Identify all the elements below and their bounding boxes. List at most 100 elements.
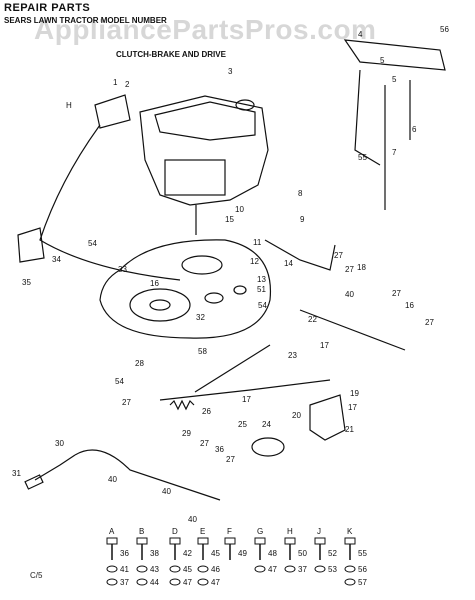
- engine-filler-cap: [235, 99, 255, 111]
- washer: [314, 565, 326, 573]
- callout-55: 55: [358, 153, 367, 162]
- callout-12: 12: [250, 257, 259, 266]
- callout-8: 8: [298, 189, 303, 198]
- bolt-head: [344, 537, 356, 545]
- callout-27a: 27: [334, 251, 343, 260]
- callout-18: 18: [357, 263, 366, 272]
- washer: [197, 578, 209, 586]
- pedal-shaft: [74, 449, 221, 501]
- idler-pulley-small: [233, 285, 247, 295]
- callout-2: 2: [125, 80, 130, 89]
- hardware-part-number: 56: [358, 565, 367, 574]
- pedal-grip: [24, 474, 44, 490]
- callout-54-left: 54: [88, 239, 97, 248]
- callout-10: 10: [235, 205, 244, 214]
- callout-17b: 17: [348, 403, 357, 412]
- callout-16b: 16: [405, 301, 414, 310]
- bolt-head: [254, 537, 266, 545]
- callout-1: 1: [113, 78, 118, 87]
- hardware-part-number: 37: [298, 565, 307, 574]
- hardware-part-number: 49: [238, 549, 247, 558]
- washer: [106, 565, 118, 573]
- washer: [136, 578, 148, 586]
- callout-28: 28: [135, 359, 144, 368]
- hardware-letter-K: K: [347, 527, 353, 536]
- watermark: AppliancePartsPros.com: [34, 14, 377, 45]
- hardware-part-number: 42: [183, 549, 192, 558]
- callout-40d: 40: [188, 515, 197, 524]
- washer: [169, 578, 181, 586]
- shift-rod: [354, 69, 381, 166]
- washer: [344, 565, 356, 573]
- callout-54c: 54: [115, 377, 124, 386]
- callout-h: H: [66, 101, 72, 110]
- callout-40c: 40: [162, 487, 171, 496]
- callout-19: 19: [350, 389, 359, 398]
- throttle-cable: [39, 124, 181, 281]
- callout-56: 56: [440, 25, 449, 34]
- washer: [344, 578, 356, 586]
- callout-21: 21: [345, 425, 354, 434]
- brake-bracket: [94, 94, 131, 129]
- washer: [197, 565, 209, 573]
- hardware-part-number: 57: [358, 578, 367, 587]
- washer: [254, 565, 266, 573]
- bolt-head: [136, 537, 148, 545]
- callout-34: 34: [52, 255, 61, 264]
- washer: [284, 565, 296, 573]
- hardware-part-number: 50: [298, 549, 307, 558]
- drive-pulley: [251, 437, 285, 457]
- cable-clamp: [17, 227, 45, 263]
- callout-33: 33: [118, 265, 127, 274]
- callout-5b: 5: [392, 75, 397, 84]
- hardware-part-number: 45: [211, 549, 220, 558]
- callout-51: 51: [257, 285, 266, 294]
- callout-32: 32: [196, 313, 205, 322]
- callout-22: 22: [308, 315, 317, 324]
- large-pulley: [129, 288, 191, 322]
- bolt-head: [284, 537, 296, 545]
- hardware-part-number: 46: [211, 565, 220, 574]
- callout-5: 5: [380, 56, 385, 65]
- hardware-letter-G: G: [257, 527, 263, 536]
- hardware-part-number: 36: [120, 549, 129, 558]
- model-subtitle: SEARS LAWN TRACTOR MODEL NUMBER: [4, 16, 167, 25]
- callout-27g: 27: [226, 455, 235, 464]
- hardware-letter-J: J: [317, 527, 321, 536]
- hardware-part-number: 37: [120, 578, 129, 587]
- hardware-letter-F: F: [227, 527, 232, 536]
- hardware-part-number: 53: [328, 565, 337, 574]
- hardware-part-number: 47: [268, 565, 277, 574]
- bolt-head: [106, 537, 118, 545]
- hardware-part-number: 47: [211, 578, 220, 587]
- callout-23: 23: [288, 351, 297, 360]
- callout-16: 16: [150, 279, 159, 288]
- callout-25: 25: [238, 420, 247, 429]
- engine-body: [139, 95, 269, 206]
- callout-4: 4: [358, 30, 363, 39]
- crossbar: [299, 309, 406, 351]
- callout-9: 9: [300, 215, 305, 224]
- section-title: CLUTCH-BRAKE AND DRIVE: [116, 50, 226, 59]
- callout-40: 40: [345, 290, 354, 299]
- washer: [169, 565, 181, 573]
- spring: [169, 399, 195, 411]
- large-pulley-hub: [149, 299, 171, 311]
- callout-30: 30: [55, 439, 64, 448]
- callout-40b: 40: [108, 475, 117, 484]
- callout-20: 20: [292, 411, 301, 420]
- page-title: REPAIR PARTS: [4, 2, 91, 14]
- hardware-part-number: 55: [358, 549, 367, 558]
- callout-36: 36: [215, 445, 224, 454]
- brake-rod: [194, 344, 271, 393]
- hardware-part-number: 44: [150, 578, 159, 587]
- callout-24: 24: [262, 420, 271, 429]
- callout-11: 11: [253, 238, 262, 247]
- bolt-head: [224, 537, 236, 545]
- callout-29: 29: [182, 429, 191, 438]
- hardware-part-number: 41: [120, 565, 129, 574]
- callout-27e: 27: [122, 398, 131, 407]
- callout-27c: 27: [392, 289, 401, 298]
